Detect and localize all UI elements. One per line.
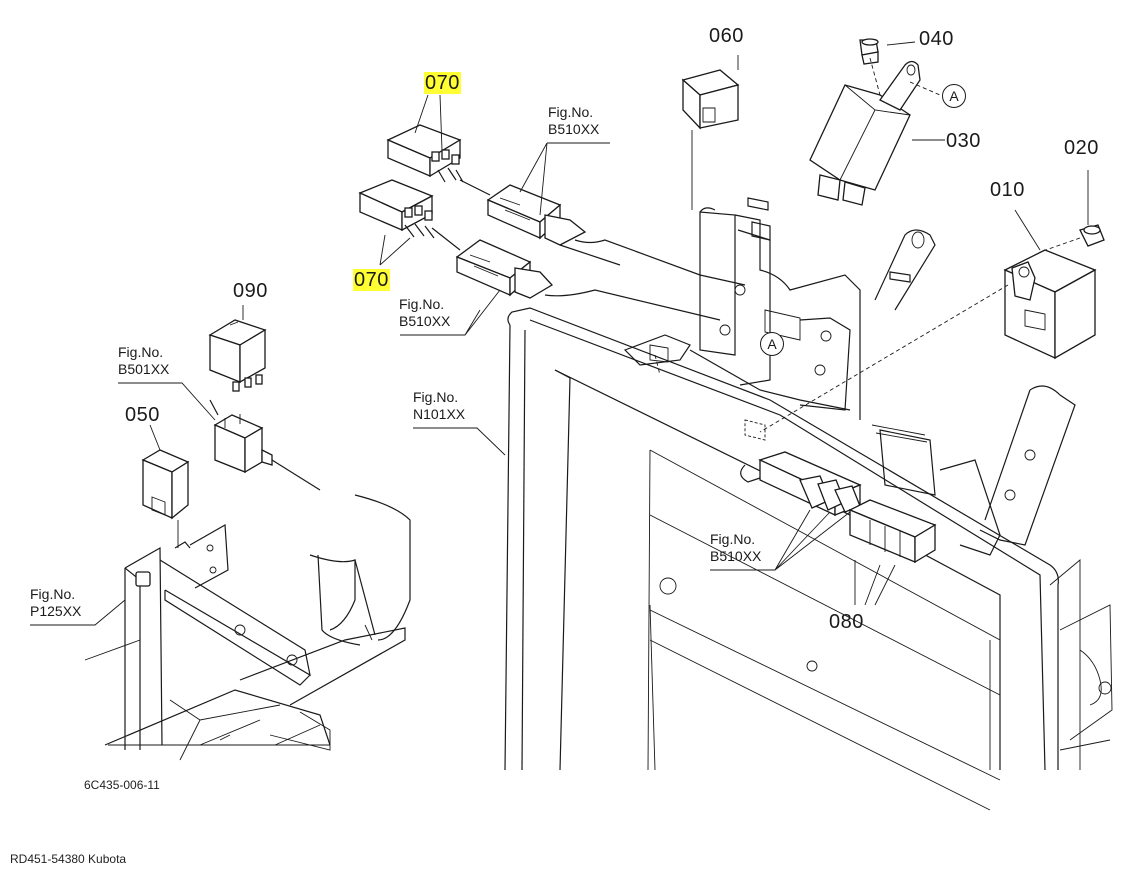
fig-ref-b510-mid-line2: B510XX [399,313,451,329]
fig-ref-b510-top-line2: B510XX [548,121,600,137]
part-label-070-bottom-text: 070 [353,269,390,291]
relay-070-bottom [358,179,435,239]
callout-a-top: A [942,84,966,108]
fig-ref-b510-top-line1: Fig.No. [548,104,594,120]
part-label-070-bottom[interactable]: 070 [353,269,390,291]
part-label-010[interactable]: 010 [990,179,1025,201]
part-label-070-top-text: 070 [424,72,461,94]
fig-ref-p125[interactable]: Fig.No. P125XX [30,586,81,620]
leader-lines [30,41,1089,626]
right-upright [871,385,1076,556]
part-030 [809,60,921,206]
fig-ref-n101-line1: Fig.No. [413,389,459,405]
fig-ref-b510-low[interactable]: Fig.No. B510XX [710,531,761,565]
part-label-090[interactable]: 090 [233,280,268,302]
fig-ref-p125-line1: Fig.No. [30,586,76,602]
fig-ref-b510-mid[interactable]: Fig.No. B510XX [399,296,450,330]
part-080 [848,499,937,564]
upper-bracket [623,197,936,441]
fig-ref-n101[interactable]: Fig.No. N101XX [413,389,465,423]
socket-b501 [209,399,321,491]
relay-070-top [386,124,464,183]
source-caption: RD451-54380 Kubota [10,852,127,866]
fig-ref-p125-line2: P125XX [30,603,82,619]
main-panel-frame [504,307,1113,811]
connector-b510-mid [431,227,721,321]
part-label-030[interactable]: 030 [946,130,981,152]
part-label-070-top[interactable]: 070 [424,72,461,94]
connector-b510-top [459,179,746,286]
part-040 [859,38,879,65]
fig-ref-n101-line2: N101XX [413,406,466,422]
part-label-020[interactable]: 020 [1064,137,1099,159]
left-lower-frame [84,524,406,761]
part-label-040[interactable]: 040 [919,28,954,50]
part-label-060[interactable]: 060 [709,25,744,47]
fig-ref-b510-top[interactable]: Fig.No. B510XX [548,104,599,138]
connector-b510-lower [740,451,862,517]
fig-ref-b510-mid-line1: Fig.No. [399,296,445,312]
fig-ref-b501-line1: Fig.No. [118,344,164,360]
part-060 [681,69,740,210]
dashed-reference-lines [654,57,1081,433]
fig-ref-b510-low-line2: B510XX [710,548,762,564]
part-010 [1003,249,1097,360]
fig-ref-b510-low-line1: Fig.No. [710,531,756,547]
part-label-080[interactable]: 080 [829,611,864,633]
part-020 [1079,224,1105,247]
part-label-050[interactable]: 050 [125,404,160,426]
part-090 [208,319,267,392]
drawing-code: 6C435-006-11 [84,778,160,792]
fig-ref-b501-line2: B501XX [118,361,170,377]
part-050 [141,449,190,548]
callout-a-bottom: A [760,332,784,356]
wire-harness-strip [309,494,411,646]
fig-ref-b501[interactable]: Fig.No. B501XX [118,344,169,378]
